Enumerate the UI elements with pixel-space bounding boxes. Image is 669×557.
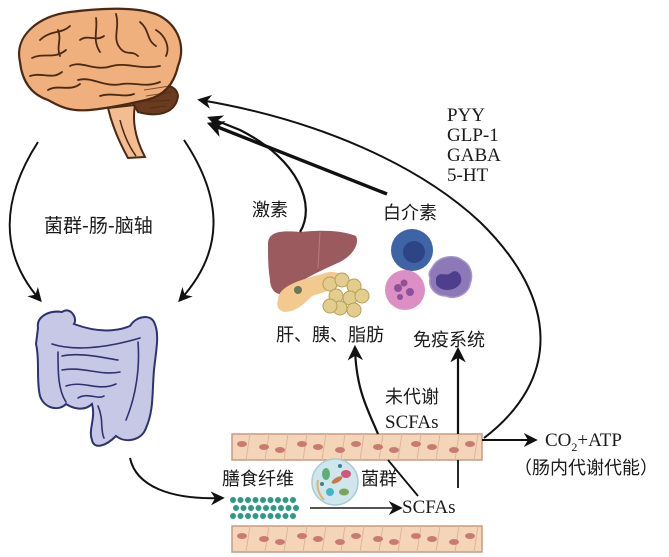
energy-atp: +ATP — [577, 430, 622, 451]
arrow-interleukin-to-brain — [206, 121, 388, 196]
arrow-brain-to-gut-right — [178, 139, 215, 303]
energy-note-label: （肠内代谢代能） — [514, 458, 658, 479]
hormone-label: 激素 — [252, 200, 288, 221]
energy-co: CO — [545, 430, 572, 451]
energy-label: CO2+ATP — [545, 431, 622, 453]
organs-icon — [268, 230, 370, 318]
microbiota-label: 菌群 — [361, 469, 397, 490]
scfas-label: SCFAs — [402, 497, 456, 518]
microbiota-icon — [311, 458, 359, 506]
epithelium-bottom — [231, 525, 483, 553]
dietary-fiber-icon — [230, 497, 299, 519]
arrow-brain-to-gut-left — [8, 141, 42, 303]
arrow-hormone-to-brain — [207, 115, 307, 233]
arrow-microbiota-to-scfas-line — [387, 459, 419, 497]
peptide-glp1: GLP-1 — [447, 125, 499, 146]
peptide-5ht: 5-HT — [447, 165, 489, 186]
arrow-peptides-to-brain — [197, 94, 542, 439]
neutrophil — [385, 270, 425, 310]
organs-label: 肝、胰、脂肪 — [276, 325, 384, 346]
peptide-pyy: PYY — [447, 105, 486, 126]
brain-icon — [17, 7, 183, 160]
peptide-gaba: GABA — [447, 145, 501, 166]
axis-title: 菌群-肠-脑轴 — [44, 215, 153, 237]
energy-sub: 2 — [571, 439, 578, 454]
unmetabolized-scfas-label: SCFAs — [385, 412, 439, 433]
immune-system-label: 免疫系统 — [413, 330, 485, 351]
dietary-fiber-label: 膳食纤维 — [222, 469, 294, 490]
immune-cells-icon — [385, 229, 473, 310]
intestine-icon — [34, 309, 159, 447]
arrow-gut-to-lumen — [129, 457, 225, 506]
arrow-scfa-to-organs — [347, 344, 380, 435]
gut-peptides-list: PYY GLP-1 GABA 5-HT — [447, 106, 501, 186]
unmetabolized-label: 未代谢 — [385, 387, 439, 408]
epithelium-top — [231, 433, 483, 461]
interleukin-label: 白介素 — [383, 203, 437, 224]
